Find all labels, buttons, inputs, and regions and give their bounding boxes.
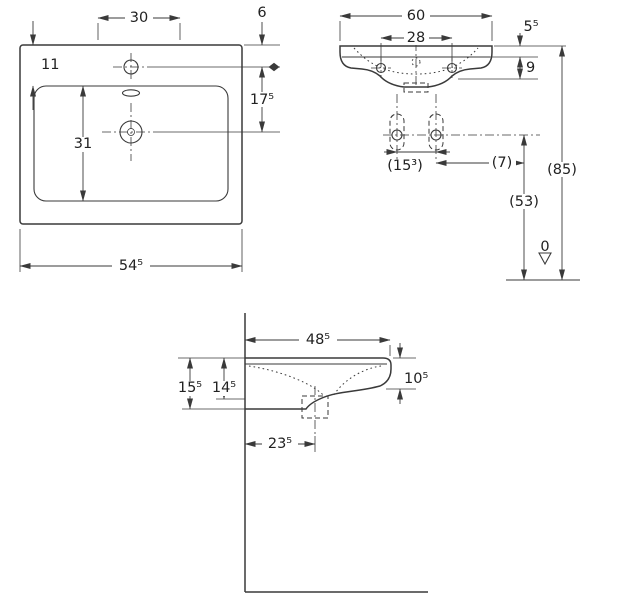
front-dim-holes-above-floor: (53) — [507, 134, 541, 281]
front-dim-hole-spacing-label: 28 — [407, 30, 425, 46]
front-dim-overall-width-label: 60 — [407, 8, 425, 24]
overflow-slot — [121, 89, 141, 97]
fixing-holes — [371, 58, 462, 78]
tap-reference-marker — [268, 62, 280, 72]
side-dim-depth-to-outlet: 14⁵ — [209, 357, 245, 400]
side-dim-wall-to-drain-label: 23⁵ — [268, 436, 292, 452]
washbasin-outline-side — [245, 357, 392, 410]
front-dim-template-spacing: (15³) — [384, 149, 450, 174]
basin-hidden-contour — [353, 47, 479, 75]
side-dim-overall-depth-label: 48⁵ — [306, 332, 330, 348]
front-dim-rim-to-skirt: 9 — [517, 56, 535, 80]
template-hole-right — [430, 129, 442, 141]
plan-dim-basin-depth-label: 31 — [74, 136, 92, 152]
plan-dim-overall-width: 54⁵ — [19, 229, 243, 274]
front-dim-template-offset-label: (7) — [492, 155, 513, 171]
datum-marker — [538, 252, 552, 266]
side-dim-depth-to-trap-label: 15⁵ — [178, 380, 202, 396]
front-dim-hole-spacing: 28 — [380, 30, 453, 61]
front-dim-overall-width: 60 — [339, 8, 493, 41]
basin-hidden-contour-front — [332, 365, 382, 397]
side-dim-wall-to-drain: 23⁵ — [244, 436, 316, 452]
front-dim-rim-above-floor-label: (85) — [547, 162, 577, 178]
front-dim-rim-above-floor: (85) — [545, 45, 579, 281]
floor-datum-label: 0 — [540, 239, 549, 255]
plan-dim-tap-offset-label: 30 — [130, 10, 148, 26]
plan-dim-tap-offset: 30 — [97, 10, 181, 40]
side-dim-depth-to-outlet-label: 14⁵ — [212, 380, 236, 396]
front-dim-holes-above-floor-label: (53) — [509, 194, 539, 210]
side-dim-overall-depth: 48⁵ — [244, 332, 391, 356]
trap-hidden — [301, 395, 329, 419]
plan-dim-back-to-basin: 11 — [30, 21, 59, 110]
side-dim-depth-to-trap: 15⁵ — [175, 357, 245, 410]
floor-datum: 0 — [506, 239, 580, 281]
plan-dim-back-to-tap: 6 — [244, 5, 280, 46]
trap-cover-hidden — [403, 82, 429, 93]
front-dim-template-spacing-label: (15³) — [387, 158, 423, 174]
front-view: 60 28 5⁵ 9 — [339, 8, 580, 281]
plan-view: 30 6 17⁵ 11 31 — [19, 5, 280, 274]
front-dim-rim-step-label: 5⁵ — [523, 19, 538, 35]
plan-dim-back-to-basin-label: 11 — [41, 57, 59, 73]
plan-dim-back-to-tap-label: 6 — [257, 5, 266, 21]
side-view: 48⁵ 10⁵ 15⁵ 14⁵ — [175, 313, 428, 593]
front-dim-rim-to-skirt-label: 9 — [526, 60, 535, 76]
plan-dim-basin-depth: 31 — [69, 85, 97, 202]
front-dim-rim-step: 5⁵ — [517, 19, 539, 47]
basin-outline-plan — [33, 85, 229, 202]
front-dim-template-offset: (7) — [435, 155, 525, 171]
plan-dim-tap-to-drain: 17⁵ — [246, 66, 278, 133]
template-hole-left — [391, 129, 403, 141]
plan-dim-overall-width-label: 54⁵ — [119, 258, 143, 274]
plan-dim-tap-to-drain-label: 17⁵ — [250, 92, 274, 108]
side-dim-front-edge-height-label: 10⁵ — [404, 371, 428, 387]
washbasin-outline-plan — [19, 44, 243, 225]
basin-hidden-contour-back — [248, 365, 326, 398]
side-dim-front-edge-height: 10⁵ — [386, 343, 428, 404]
